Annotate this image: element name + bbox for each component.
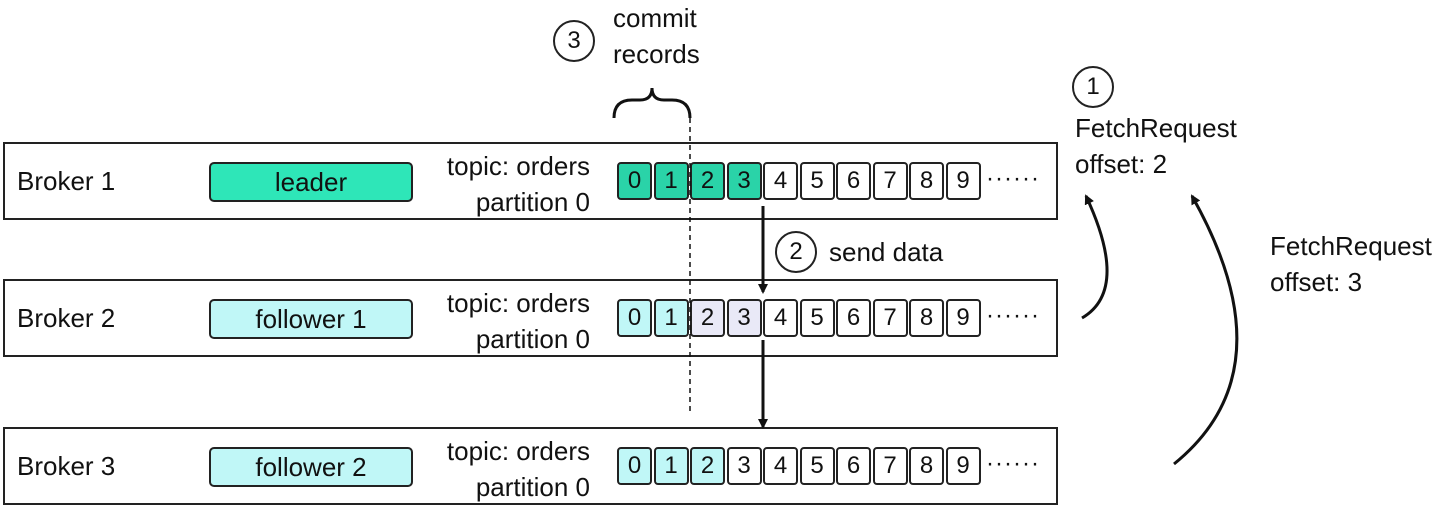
log-offsets: 0 1 2 3 4 5 6 7 8 9 ······ <box>617 447 1040 485</box>
log-cell: 2 <box>690 162 725 200</box>
topic-label: topic: orders <box>446 436 590 466</box>
log-cell: 5 <box>799 162 835 200</box>
log-cell: 3 <box>726 299 762 337</box>
log-cell: 8 <box>909 162 944 200</box>
log-cell: 7 <box>872 447 908 485</box>
log-cell: 1 <box>653 162 689 200</box>
step-2-circle: 2 <box>775 231 817 273</box>
leader-role-box: leader <box>209 162 413 202</box>
partition-label: partition 0 <box>475 324 590 354</box>
log-cell: 0 <box>617 162 652 200</box>
fetch-request-1-line2: offset: 2 <box>1075 149 1168 179</box>
fetch-request-arrow-2 <box>1173 194 1239 466</box>
log-cell: 4 <box>763 447 798 485</box>
topic-partition-label: topic: orders partition 0 <box>447 148 590 220</box>
log-cell: 2 <box>690 447 725 485</box>
broker-1-row: Broker 1 leader topic: orders partition … <box>3 142 1058 220</box>
step-3-circle: 3 <box>553 20 595 62</box>
broker-2-row: Broker 2 follower 1 topic: orders partit… <box>3 279 1058 357</box>
topic-partition-label: topic: orders partition 0 <box>447 285 590 357</box>
log-cell: 3 <box>726 162 762 200</box>
broker-3-row: Broker 3 follower 2 topic: orders partit… <box>3 427 1058 505</box>
log-cell: 1 <box>653 447 689 485</box>
log-cell: 8 <box>909 447 944 485</box>
send-data-label: send data <box>829 237 944 267</box>
log-cell: 7 <box>872 299 908 337</box>
log-cell: 9 <box>945 162 981 200</box>
partition-label: partition 0 <box>475 472 590 502</box>
broker-name: Broker 3 <box>17 450 116 481</box>
commit-label-line1: commit <box>613 3 697 33</box>
log-cell: 2 <box>690 299 725 337</box>
log-cell: 3 <box>726 447 762 485</box>
follower-1-role-box: follower 1 <box>209 299 413 339</box>
log-cell: 6 <box>836 162 871 200</box>
log-offsets: 0 1 2 3 4 5 6 7 8 9 ······ <box>617 299 1040 337</box>
topic-label: topic: orders <box>446 151 590 181</box>
fetch-request-arrow-1 <box>1081 194 1109 320</box>
fetch-request-2-line1: FetchRequest <box>1270 231 1432 261</box>
topic-partition-label: topic: orders partition 0 <box>447 433 590 505</box>
broker-name: Broker 2 <box>17 302 116 333</box>
commit-label-line2: records <box>613 39 700 69</box>
broker-name: Broker 1 <box>17 165 116 196</box>
fetch-request-2-label: FetchRequest offset: 3 <box>1270 228 1432 300</box>
log-cell: 4 <box>763 162 798 200</box>
fetch-request-1-line1: FetchRequest <box>1075 113 1237 143</box>
log-cell: 5 <box>799 447 835 485</box>
log-cell: 6 <box>836 299 871 337</box>
log-cell: 5 <box>799 299 835 337</box>
log-cell: 1 <box>653 299 689 337</box>
log-cell: 9 <box>945 299 981 337</box>
fetch-request-1-label: FetchRequest offset: 2 <box>1075 110 1237 182</box>
topic-label: topic: orders <box>446 288 590 318</box>
log-cell: 9 <box>945 447 981 485</box>
log-cell: 7 <box>872 162 908 200</box>
log-cell: 0 <box>617 299 652 337</box>
more-dots: ······ <box>986 302 1040 329</box>
step-1-circle: 1 <box>1072 66 1114 108</box>
log-cell: 0 <box>617 447 652 485</box>
commit-brace <box>612 87 692 119</box>
more-dots: ······ <box>986 165 1040 192</box>
more-dots: ······ <box>986 450 1040 477</box>
log-offsets: 0 1 2 3 4 5 6 7 8 9 ······ <box>617 162 1040 200</box>
log-cell: 4 <box>763 299 798 337</box>
fetch-request-2-line2: offset: 3 <box>1270 267 1363 297</box>
log-cell: 6 <box>836 447 871 485</box>
partition-label: partition 0 <box>475 187 590 217</box>
follower-2-role-box: follower 2 <box>209 447 413 487</box>
log-cell: 8 <box>909 299 944 337</box>
commit-records-label: commit records <box>613 0 700 72</box>
